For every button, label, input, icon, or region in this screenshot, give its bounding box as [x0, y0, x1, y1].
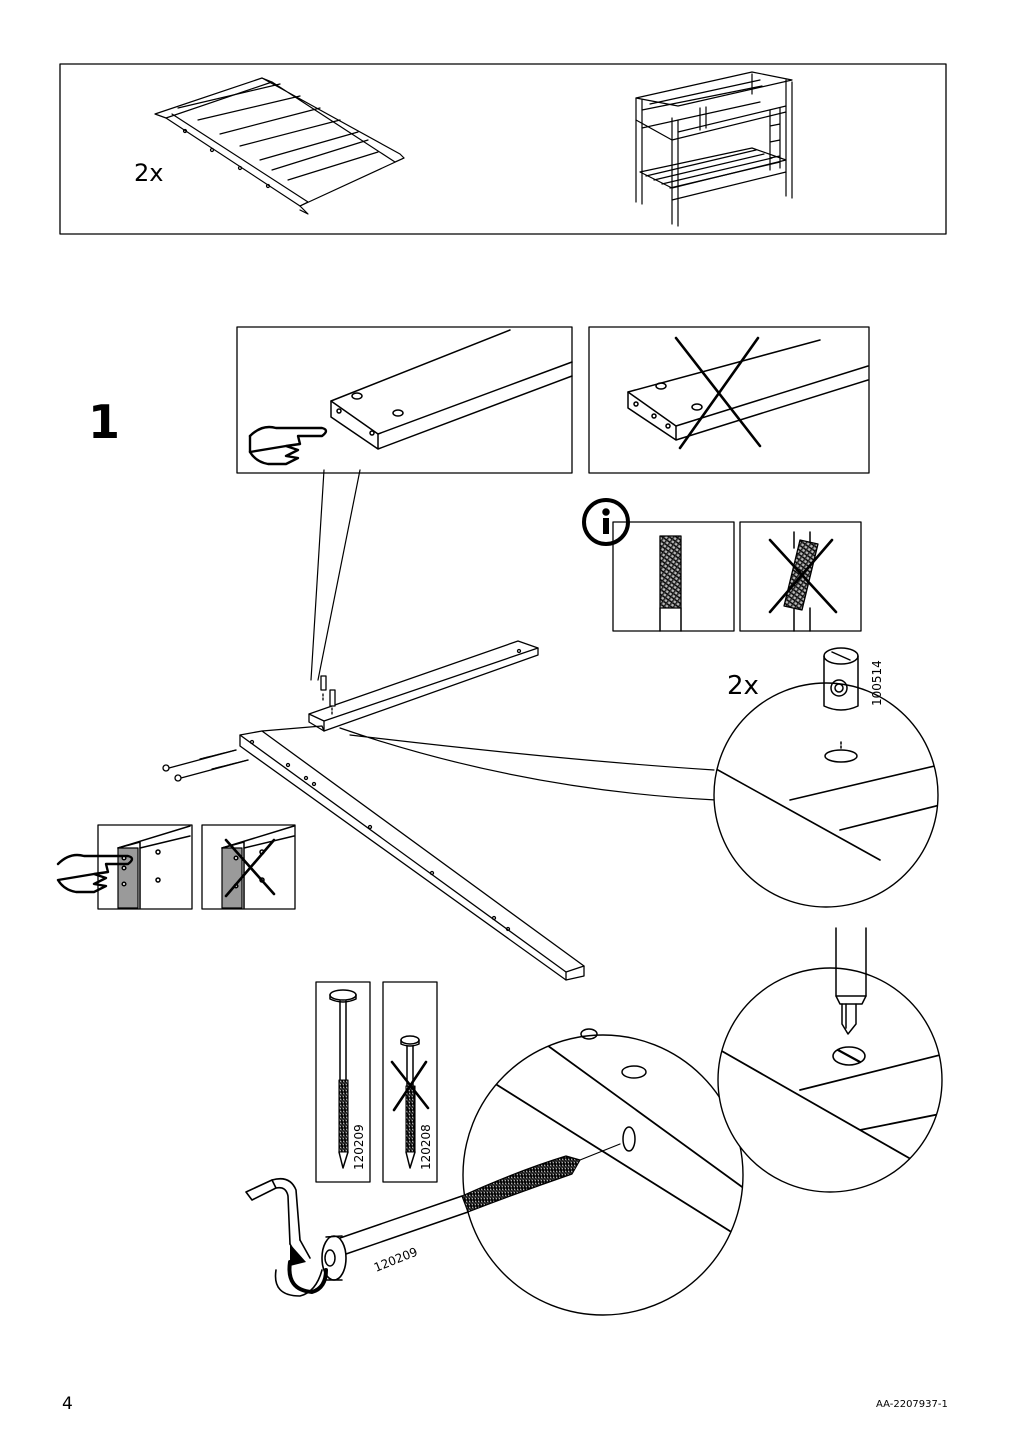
cross-icon: [768, 538, 838, 614]
screwdriver-detail: [717, 927, 943, 1193]
edge-panel-correct: [56, 824, 193, 910]
screwdriver-icon: [835, 927, 867, 1035]
allen-key-icon: [245, 1177, 323, 1297]
step-number: 1: [88, 395, 120, 449]
bolt-insertion-detail: [462, 1028, 744, 1316]
rotate-arrow-icon: [287, 1244, 328, 1294]
dowel-pins: [320, 675, 336, 715]
callout-line: [339, 727, 717, 801]
overview-panel: 2x: [59, 63, 947, 235]
barrel-nut-icon: [823, 647, 859, 711]
cross-icon: [674, 336, 762, 450]
bunk-bed-drawing: [635, 71, 793, 227]
bolts-in-assembly: [162, 749, 249, 782]
bolt-panel-correct: 120209: [315, 981, 371, 1183]
document-code: AA-2207937-1: [876, 1399, 948, 1410]
barrel-nut-quantity: 2x: [727, 671, 759, 701]
pointing-hand-icon: [56, 853, 134, 894]
side-frame-drawing: [154, 77, 405, 215]
bolt-panel-wrong: 120208: [382, 981, 438, 1183]
bolt-correct-part-number: 120209: [352, 1124, 366, 1170]
bolt-in-use-part-number: 120209: [372, 1245, 420, 1275]
barrel-nut-detail: 2x 100514: [713, 647, 939, 908]
bolt-wrong-part-number: 120208: [419, 1124, 433, 1170]
overview-quantity: 2x: [134, 159, 163, 187]
detail-panel-correct: [236, 326, 573, 474]
barrel-nut-part-number: 100514: [870, 660, 884, 706]
dowel-panel-wrong: [739, 521, 862, 632]
detail-panel-wrong: [588, 326, 870, 474]
cross-icon: [224, 838, 276, 898]
dowel-panel-correct: [612, 521, 735, 632]
cross-icon: [390, 1060, 430, 1112]
callout-line: [310, 469, 361, 681]
beam-assembly: [162, 640, 585, 981]
edge-panel-wrong: [201, 824, 296, 910]
pointing-hand-icon: [248, 425, 328, 466]
page-number: 4: [62, 1394, 73, 1414]
